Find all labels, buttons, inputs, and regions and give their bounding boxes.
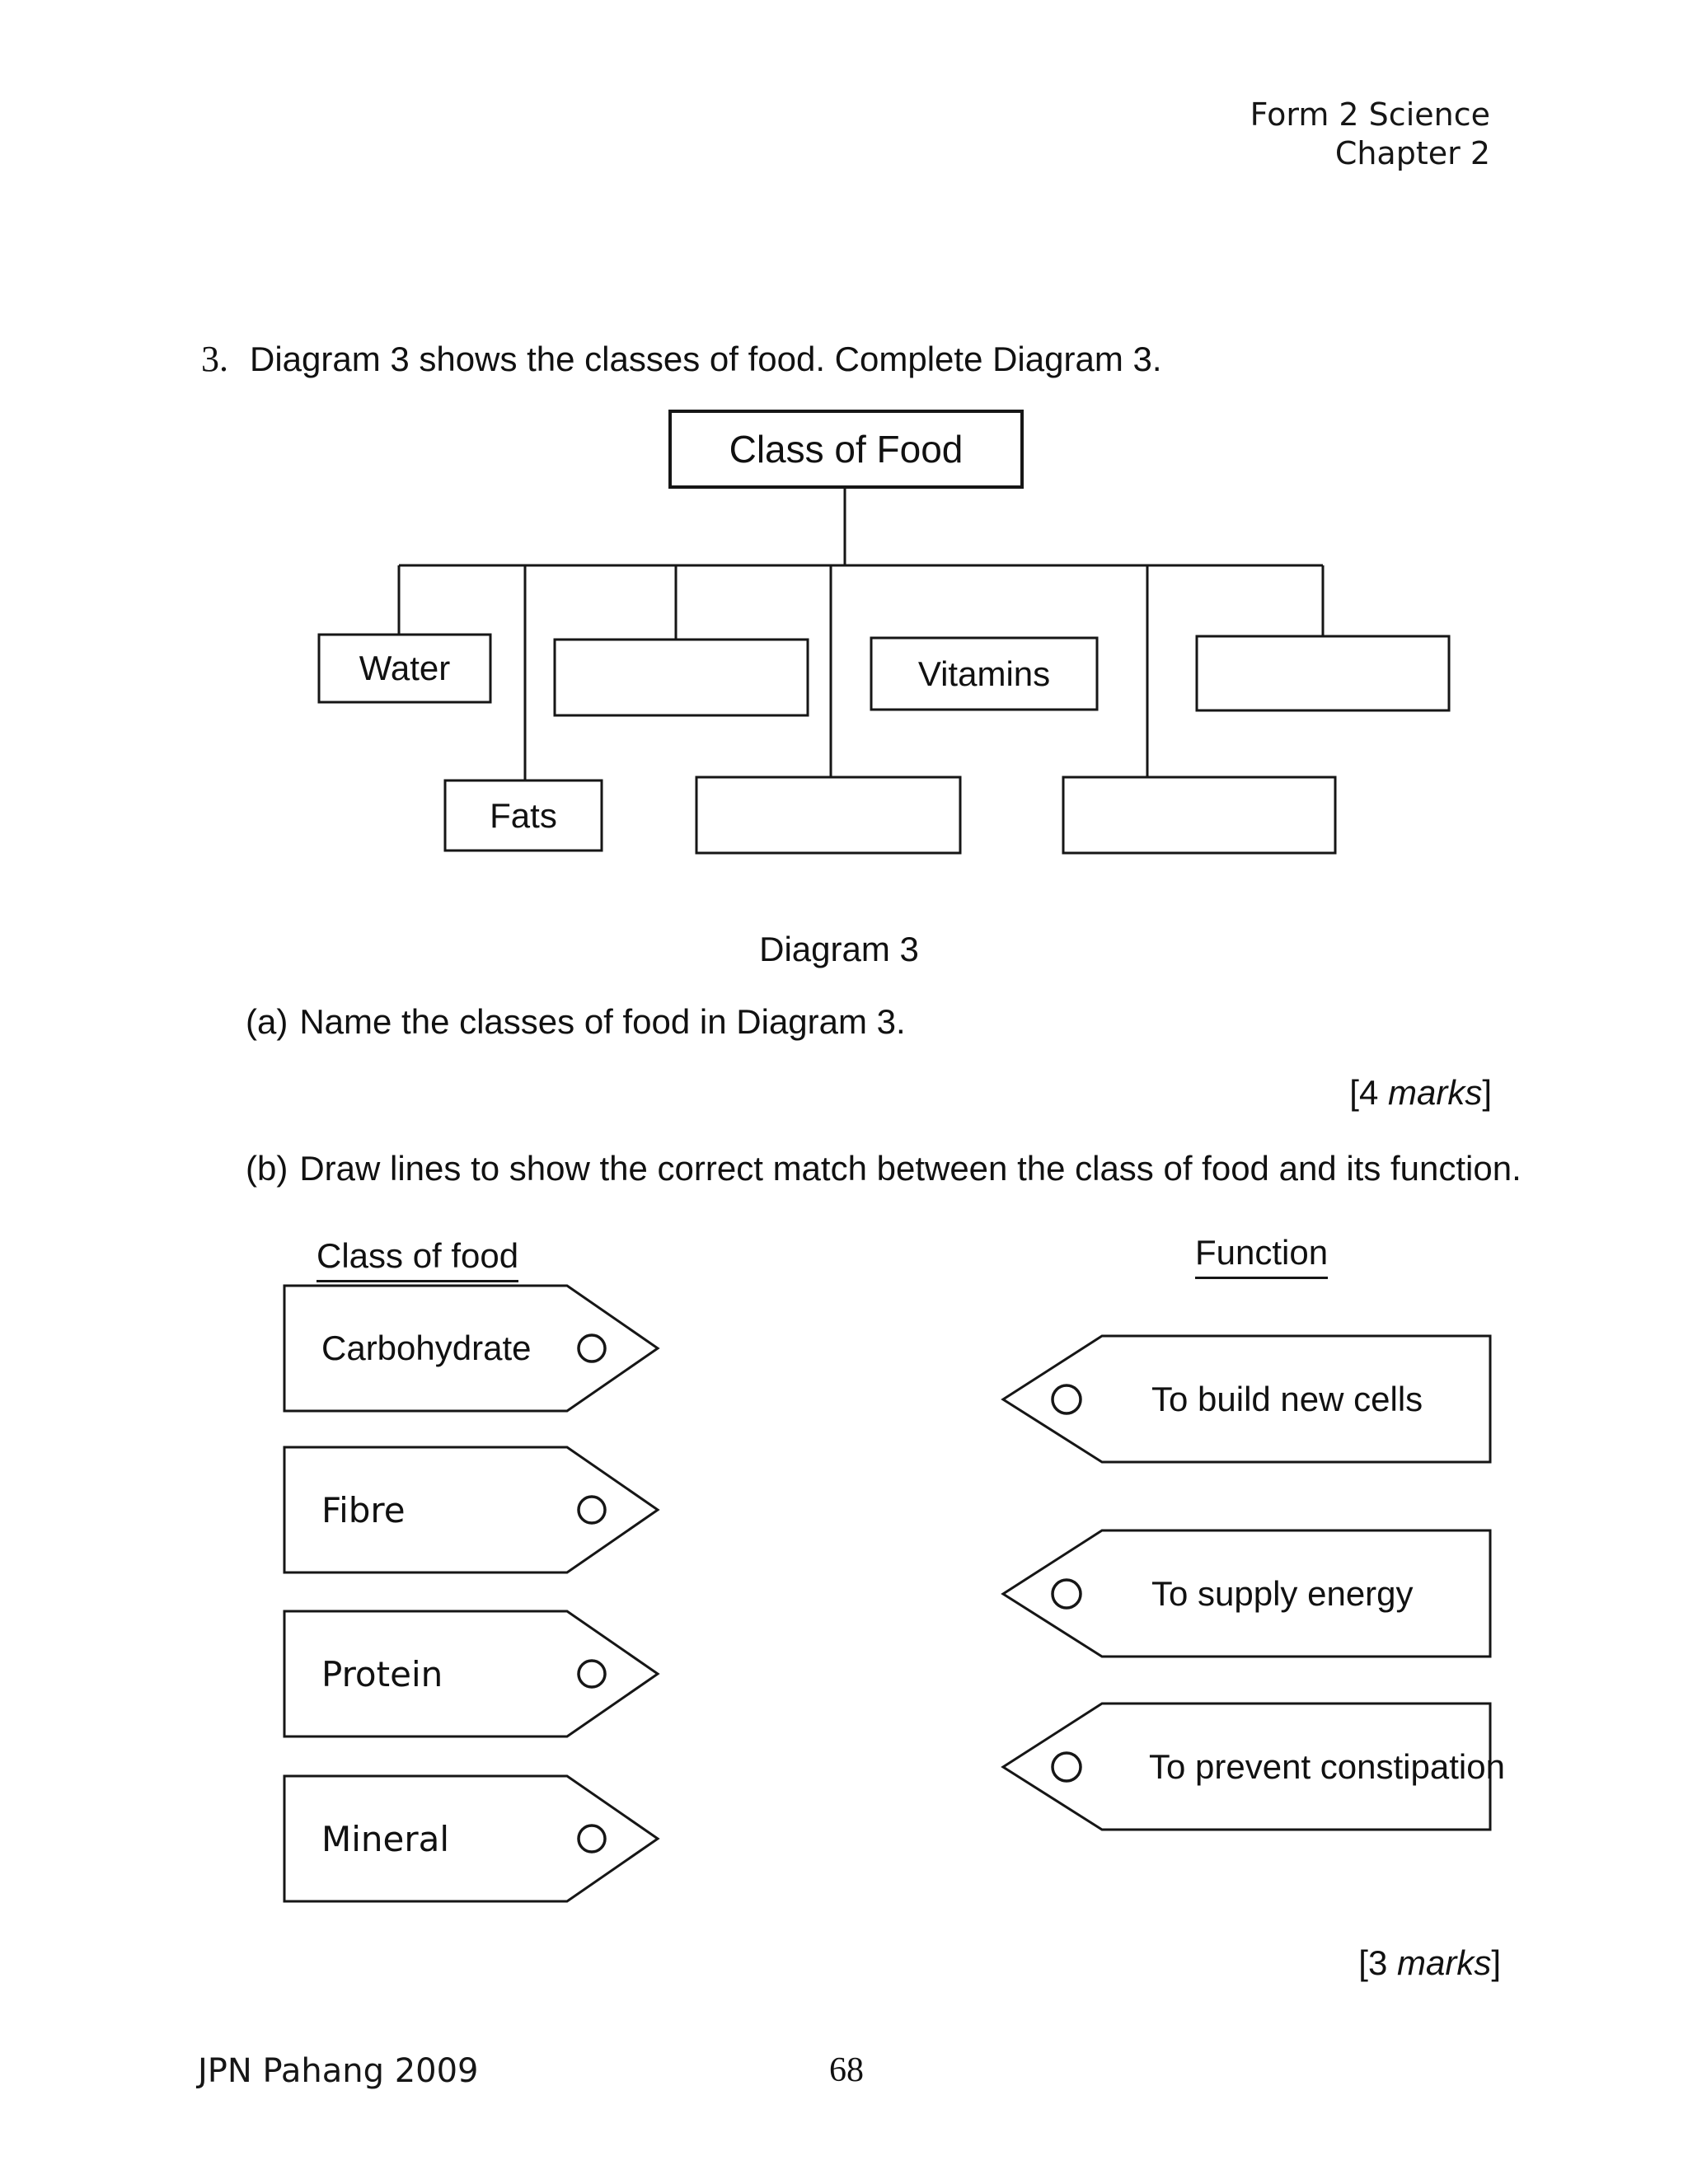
match-point-build-cells [1051, 1384, 1082, 1415]
match-point-supply-energy [1051, 1578, 1082, 1610]
carbohydrate-tag-shape [283, 1284, 660, 1413]
part-b-marks: [3 marks] [1358, 1943, 1501, 1983]
match-point-prevent-constipation [1051, 1751, 1082, 1783]
marks-b-close: ] [1491, 1943, 1501, 1982]
tag-label-build-cells: To build new cells [1151, 1379, 1423, 1418]
page-number: 68 [829, 2051, 864, 2089]
footer-credit: JPN Pahang 2009 [198, 2052, 479, 2090]
header-chapter: Chapter 2 [1334, 135, 1490, 171]
mineral-tag-shape [283, 1774, 660, 1903]
tag-label-supply-energy: To supply energy [1151, 1573, 1414, 1613]
vitamins-label: Vitamins [917, 654, 1051, 693]
classfood-box [668, 410, 1024, 489]
match-point-protein [577, 1659, 607, 1689]
marks-b-word: marks [1396, 1943, 1492, 1982]
tag-label-carbohydrate: Carbohydrate [321, 1329, 532, 1367]
question-text: Diagram 3 shows the classes of food. Com… [250, 340, 1162, 378]
prevent-constipation-tag-shape [1001, 1702, 1492, 1831]
fats-box [443, 779, 603, 852]
part-a-line: (a) Name the classes of food in Diagram 3… [246, 1002, 906, 1042]
diagram-caption: Diagram 3 [759, 930, 919, 968]
left-column-heading: Class of food [316, 1236, 519, 1282]
question-line: 3. Diagram 3 shows the classes of food. C… [201, 338, 1162, 380]
marks-a-open: [4 [1349, 1073, 1388, 1112]
part-a-label: (a) [246, 1002, 288, 1041]
marks-b-open: [3 [1358, 1943, 1397, 1982]
question-number: 3. [201, 339, 228, 379]
blank-box-bottom-right [1062, 776, 1337, 855]
supply-energy-tag-shape [1001, 1529, 1492, 1658]
classfood-label: Class of Food [729, 428, 964, 471]
header-course: Form 2 Science [1250, 96, 1490, 133]
tag-label-protein: Protein [321, 1653, 443, 1694]
page-header: Form 2 Science Chapter 2 [1250, 96, 1490, 173]
match-point-mineral [577, 1824, 607, 1854]
blank-box-top-left [553, 638, 809, 717]
tag-label-prevent-constipation: To prevent constipation [1149, 1746, 1505, 1786]
fats-label: Fats [490, 795, 557, 835]
part-a-text: Name the classes of food in Diagram 3. [299, 1002, 906, 1041]
vitamins-box [870, 636, 1099, 711]
protein-tag-shape [283, 1610, 660, 1738]
right-column-heading: Function [1195, 1233, 1329, 1279]
fibre-tag-shape [283, 1446, 660, 1574]
tag-label-fibre: Fibre [321, 1489, 406, 1530]
water-box [317, 633, 492, 704]
part-b-line: (b) Draw lines to show the correct match … [246, 1149, 1522, 1188]
match-point-fibre [577, 1495, 607, 1525]
build-cells-tag-shape [1001, 1334, 1492, 1464]
match-point-carbohydrate [577, 1333, 607, 1363]
blank-box-bottom-middle [695, 776, 962, 855]
part-a-marks: [4 marks] [1349, 1073, 1492, 1113]
part-b-text: Draw lines to show the correct match bet… [299, 1149, 1522, 1188]
marks-a-close: ] [1482, 1073, 1492, 1112]
marks-a-word: marks [1387, 1073, 1483, 1112]
part-b-label: (b) [246, 1149, 288, 1188]
water-label: Water [359, 649, 451, 687]
blank-box-top-right [1195, 635, 1451, 712]
tag-label-mineral: Mineral [321, 1818, 450, 1859]
